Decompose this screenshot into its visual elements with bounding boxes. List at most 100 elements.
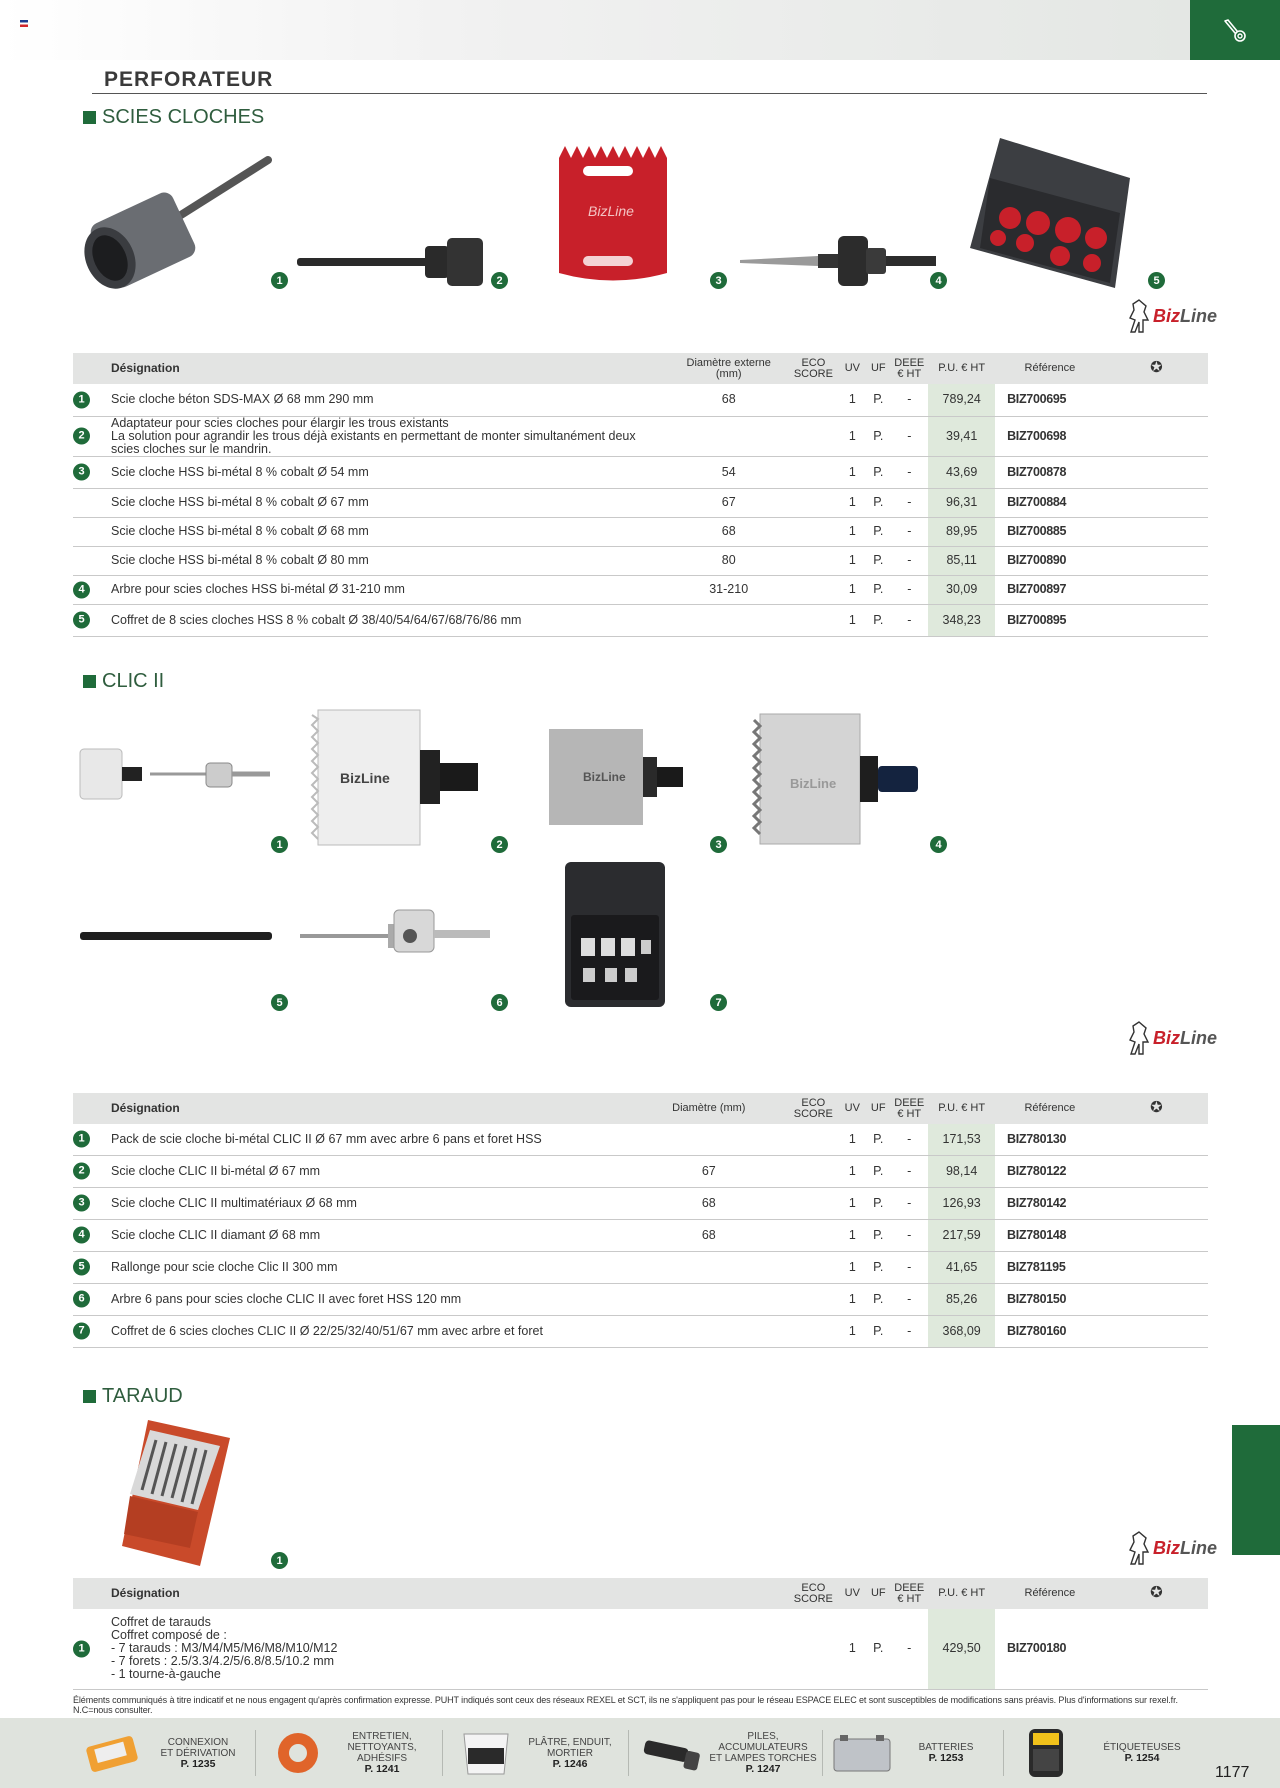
designation-cell: Scie cloche HSS bi-métal 8 % cobalt Ø 67… (73, 488, 670, 518)
gear-icon[interactable]: ✪ (1150, 359, 1163, 376)
product-image-adaptateur (297, 238, 483, 286)
eco-cell (788, 416, 839, 457)
reference-cell[interactable]: BIZ780122 (995, 1155, 1105, 1188)
category-badge[interactable] (1190, 0, 1280, 60)
diameter-cell: 67 (669, 488, 789, 518)
eco-cell (788, 1283, 839, 1316)
product-image-pack-clic (79, 748, 270, 800)
bizline-mascot-icon (1129, 1021, 1150, 1055)
eco-cell (788, 1315, 839, 1348)
reference-cell[interactable]: BIZ700695 (995, 384, 1105, 417)
row-marker: 7 (73, 1322, 90, 1340)
section-title-text: CLIC II (102, 670, 165, 692)
reference-cell[interactable]: BIZ700895 (995, 604, 1105, 637)
col-pu: P.U. € HT (928, 1578, 996, 1609)
col-uf: UF (866, 1578, 891, 1609)
uf-cell: P. (866, 517, 891, 547)
uf-cell: P. (866, 488, 891, 518)
reference-cell[interactable]: BIZ700180 (995, 1609, 1105, 1690)
reference-cell[interactable]: BIZ700897 (995, 575, 1105, 605)
diameter-cell (629, 1251, 789, 1284)
reference-cell[interactable]: BIZ781195 (995, 1251, 1105, 1284)
spacer-cell (1104, 575, 1208, 605)
eco-cell (788, 604, 839, 637)
reference-cell[interactable]: BIZ700698 (995, 416, 1105, 457)
svg-text:BizLine: BizLine (588, 203, 634, 219)
product-image-arbre-hss (740, 236, 936, 286)
reference-cell[interactable]: BIZ780142 (995, 1187, 1105, 1220)
eco-cell (788, 488, 839, 518)
table-row[interactable]: Scie cloche HSS bi-métal 8 % cobalt Ø 67… (73, 488, 1208, 518)
col-settings[interactable]: ✪ (1104, 1093, 1208, 1124)
bizline-logo: BizLine (1128, 1020, 1217, 1056)
brand-wordmark: BizLine (1153, 1027, 1218, 1048)
reference-cell[interactable]: BIZ700878 (995, 456, 1105, 489)
french-flag-icon (20, 20, 28, 27)
reference-cell[interactable]: BIZ700890 (995, 546, 1105, 576)
diameter-cell: 80 (669, 546, 789, 576)
table-row[interactable]: Scie cloche HSS bi-métal 8 % cobalt Ø 68… (73, 517, 1208, 547)
designation-cell: Scie cloche HSS bi-métal 8 % cobalt Ø 68… (73, 517, 670, 547)
product-image-coffret-8-scies (970, 138, 1130, 288)
section-title-clic-ii: CLIC II (83, 670, 164, 693)
gear-icon[interactable]: ✪ (1150, 1099, 1163, 1116)
deee-cell: - (890, 575, 929, 605)
item-marker-6: 6 (491, 994, 508, 1011)
diameter-cell: 68 (629, 1187, 789, 1220)
reference-cell[interactable]: BIZ780150 (995, 1283, 1105, 1316)
uv-cell: 1 (838, 1283, 867, 1316)
reference-cell[interactable]: BIZ700884 (995, 488, 1105, 518)
item-marker-2: 2 (491, 272, 508, 289)
designation-text: Rallonge pour scie cloche Clic II 300 mm (111, 1259, 338, 1274)
reference-cell[interactable]: BIZ780160 (995, 1315, 1105, 1348)
price-cell: 429,50 (928, 1609, 996, 1690)
table-row[interactable]: 1 Coffret de tarauds Coffret composé de … (73, 1609, 1208, 1690)
price-cell: 348,23 (928, 604, 996, 637)
col-settings[interactable]: ✪ (1104, 1578, 1208, 1609)
deee-cell: - (890, 1283, 929, 1316)
product-image-sds-max-core (84, 156, 272, 289)
col-settings[interactable]: ✪ (1104, 353, 1208, 384)
eco-cell (788, 1609, 839, 1690)
spacer-cell (1104, 1124, 1208, 1156)
item-marker-2: 2 (491, 836, 508, 853)
reference-cell[interactable]: BIZ780130 (995, 1124, 1105, 1156)
row-marker: 1 (73, 391, 90, 409)
diameter-cell: 68 (629, 1219, 789, 1252)
spacer-cell (1104, 1219, 1208, 1252)
reference-cell[interactable]: BIZ700885 (995, 517, 1105, 547)
uv-cell: 1 (838, 416, 867, 457)
table-row[interactable]: 7 Coffret de 6 scies cloches CLIC II Ø 22… (73, 1315, 1208, 1348)
product-image-rallonge (80, 932, 272, 940)
item-marker-3: 3 (710, 836, 727, 853)
uv-cell: 1 (838, 456, 867, 489)
table-row[interactable]: Scie cloche HSS bi-métal 8 % cobalt Ø 80… (73, 546, 1208, 576)
gear-icon[interactable]: ✪ (1150, 1584, 1163, 1601)
section-title-text: TARAUD (102, 1385, 183, 1407)
reference-cell[interactable]: BIZ780148 (995, 1219, 1105, 1252)
chapter-tab[interactable] (1232, 1425, 1280, 1555)
designation-text: Coffret de 6 scies cloches CLIC II Ø 22/… (111, 1323, 543, 1338)
